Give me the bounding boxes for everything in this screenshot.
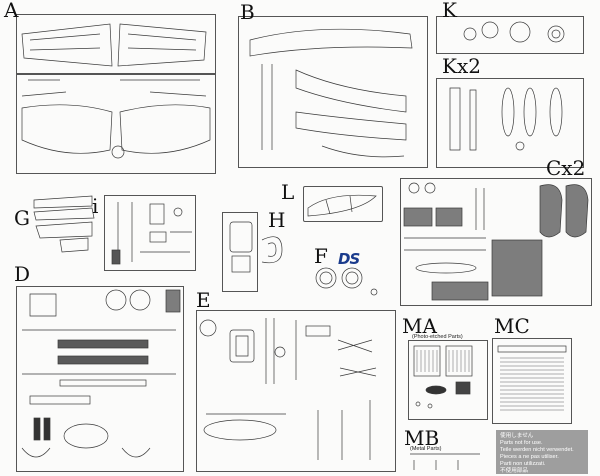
sprue-label-k: K (442, 0, 457, 22)
part-a-lower-wing-right (119, 104, 211, 154)
parts-not-for-use-notice: 使用しません Parts not for use. Teile werden n… (496, 430, 588, 474)
sprue-label-ma: MA (402, 314, 437, 338)
sprue-h-frame (222, 212, 258, 292)
sprue-i-frame (104, 195, 196, 271)
part-b-fuselage (249, 28, 413, 57)
ds-logo: DS (338, 250, 360, 268)
sprue-k-frame (436, 16, 584, 54)
sprue-a-frame (16, 14, 216, 74)
sprue-label-f: F (314, 244, 328, 268)
sprue-label-mb: MB (404, 426, 440, 450)
sprue-mc-frame (492, 338, 572, 424)
sprue-l-frame (303, 186, 383, 222)
sprue-label-h: H (268, 208, 286, 232)
sprue-label-mc: MC (494, 314, 530, 338)
notice-line: 使用しません (500, 433, 534, 439)
notice-line: Parti non utilizzati. (500, 460, 546, 467)
sprue-d-frame (16, 286, 184, 472)
sprue-label-e: E (196, 288, 211, 312)
sprue-a-frame-lower (16, 74, 216, 174)
sprue-kx2-frame (436, 78, 584, 168)
sprue-label-kx2: Kx2 (442, 54, 481, 78)
ma-note: (Photo-etched Parts) (412, 334, 463, 340)
sprue-label-l: L (281, 180, 295, 204)
sprue-cx2-frame (400, 178, 592, 306)
mb-note: (Metal Parts) (410, 446, 442, 452)
sprue-label-i: i (92, 194, 99, 218)
notice-line: Pieces a ne pas utiliser. (500, 453, 559, 460)
part-a-lower-wing-left (21, 104, 113, 154)
notice-line: Parts not for use. (500, 439, 543, 446)
sprue-ma-frame (408, 340, 488, 420)
sprue-b-frame (238, 16, 428, 168)
part-a-wing-left (21, 23, 113, 67)
notice-line: 不使用部品 (500, 467, 528, 474)
sprue-label-d: D (14, 262, 31, 286)
sprue-label-a: A (4, 0, 19, 22)
sprue-label-g: G (14, 206, 30, 230)
part-a-wing-right (117, 23, 207, 67)
notice-line: Teile werden nicht verwendet. (500, 446, 574, 453)
sprue-label-b: B (240, 0, 255, 24)
part-l-canopy (307, 194, 377, 217)
sprue-label-cx2: Cx2 (546, 156, 586, 180)
sprue-e-frame (196, 310, 396, 472)
